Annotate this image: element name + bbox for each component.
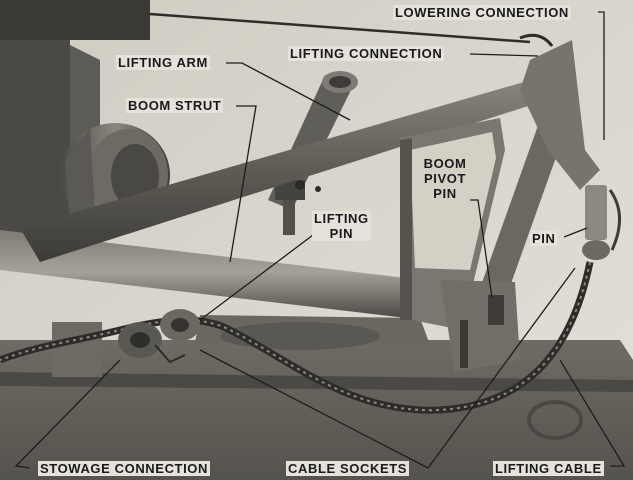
label-lowering-connection: LOWERING CONNECTION [393, 5, 571, 20]
label-boom-pivot-pin-line2: PIVOT [423, 171, 466, 186]
overhead-rope [149, 12, 531, 44]
leader-lifting-connection [469, 53, 539, 57]
leader-pin [563, 227, 588, 238]
leader-cable-sockets-b [427, 267, 576, 469]
label-lifting-pin-line1: LIFTING [314, 211, 369, 226]
leader-boom-pivot-pin [470, 199, 493, 299]
label-pin: PIN [530, 231, 558, 246]
leader-stowage-connection [14, 359, 121, 469]
leader-cable-sockets-a [199, 349, 429, 469]
boom-frame [20, 40, 600, 372]
label-boom-pivot-pin-line1: BOOM [423, 156, 467, 171]
hatch-ring [527, 400, 583, 440]
label-boom-pivot-pin-line3: PIN [433, 186, 457, 201]
rope-hook [519, 33, 554, 47]
label-boom-pivot-pin: BOOM PIVOT PIN [420, 156, 470, 201]
label-lifting-connection: LIFTING CONNECTION [288, 46, 445, 61]
label-cable-sockets: CABLE SOCKETS [286, 461, 410, 476]
leader-lifting-arm [226, 62, 351, 121]
label-lifting-arm: LIFTING ARM [116, 55, 210, 70]
pin-bracket [275, 180, 321, 235]
leader-boom-strut [229, 105, 257, 263]
label-lifting-pin: LIFTING PIN [312, 211, 371, 241]
stowage-block [52, 322, 102, 377]
label-lifting-pin-line2: PIN [329, 226, 354, 241]
label-lifting-cable: LIFTING CABLE [493, 461, 604, 476]
right-pin-assembly [582, 185, 622, 260]
label-boom-strut: BOOM STRUT [126, 98, 224, 113]
label-stowage-connection: STOWAGE CONNECTION [38, 461, 211, 476]
cable-socket-pulleys [118, 309, 200, 364]
leader-lowering-connection [598, 11, 605, 140]
leader-lines [14, 11, 626, 469]
leader-lifting-cable [559, 359, 626, 467]
